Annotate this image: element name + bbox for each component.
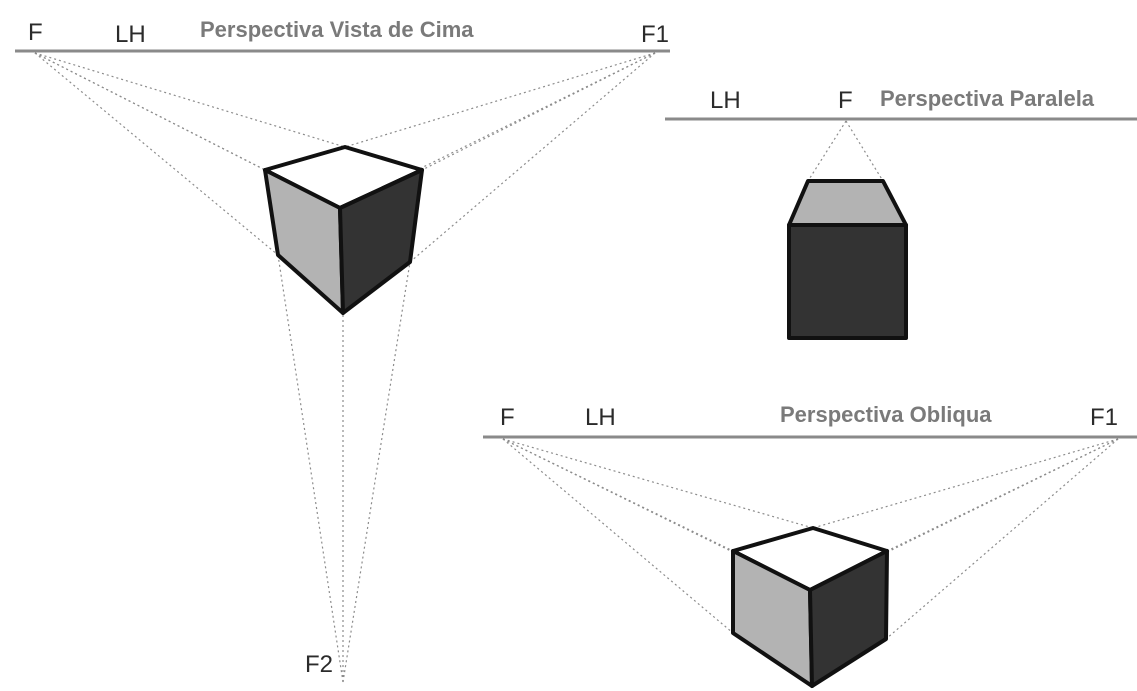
top-view-perspective: F LH Perspectiva Vista de Cima F1 F2 (15, 17, 670, 683)
parallel-perspective: LH F Perspectiva Paralela (665, 86, 1137, 340)
guide-line (886, 438, 1119, 552)
oblique-vp-right-label: F1 (1090, 404, 1118, 431)
guide-line (845, 120, 884, 182)
guide-line (502, 438, 734, 634)
top-vp-left-label: F (28, 19, 43, 46)
oblique-horizon-label: LH (585, 404, 616, 431)
top-vp-right-label: F1 (641, 21, 669, 48)
guide-line (34, 52, 279, 256)
cube-right-face (338, 168, 424, 315)
guide-line (344, 52, 656, 148)
oblique-title: Perspectiva Obliqua (780, 402, 992, 427)
box-front-face (787, 223, 908, 340)
parallel-box (787, 179, 908, 340)
guide-line (812, 438, 1119, 529)
cube-right-face (808, 549, 889, 688)
parallel-horizon-label: LH (710, 87, 741, 114)
guide-line (807, 120, 847, 182)
parallel-guide-lines (807, 120, 884, 182)
oblique-cube (731, 526, 889, 688)
guide-line (339, 52, 656, 209)
top-title: Perspectiva Vista de Cima (200, 17, 474, 42)
guide-line (885, 438, 1119, 640)
guide-line (502, 438, 734, 552)
oblique-perspective: F LH Perspectiva Obliqua F1 (483, 402, 1137, 688)
guide-line (342, 261, 411, 683)
top-cube (263, 145, 424, 315)
parallel-title: Perspectiva Paralela (880, 86, 1095, 111)
guide-line (34, 52, 266, 171)
box-top-face (787, 179, 908, 227)
top-horizon-label: LH (115, 21, 146, 48)
top-vp-bottom-label: F2 (305, 651, 333, 678)
oblique-vp-left-label: F (500, 404, 515, 431)
guide-line (421, 52, 656, 171)
guide-line (34, 52, 346, 148)
guide-line (277, 254, 344, 683)
parallel-vp-label: F (838, 87, 853, 114)
guide-line (502, 438, 814, 529)
guide-line (409, 52, 656, 263)
